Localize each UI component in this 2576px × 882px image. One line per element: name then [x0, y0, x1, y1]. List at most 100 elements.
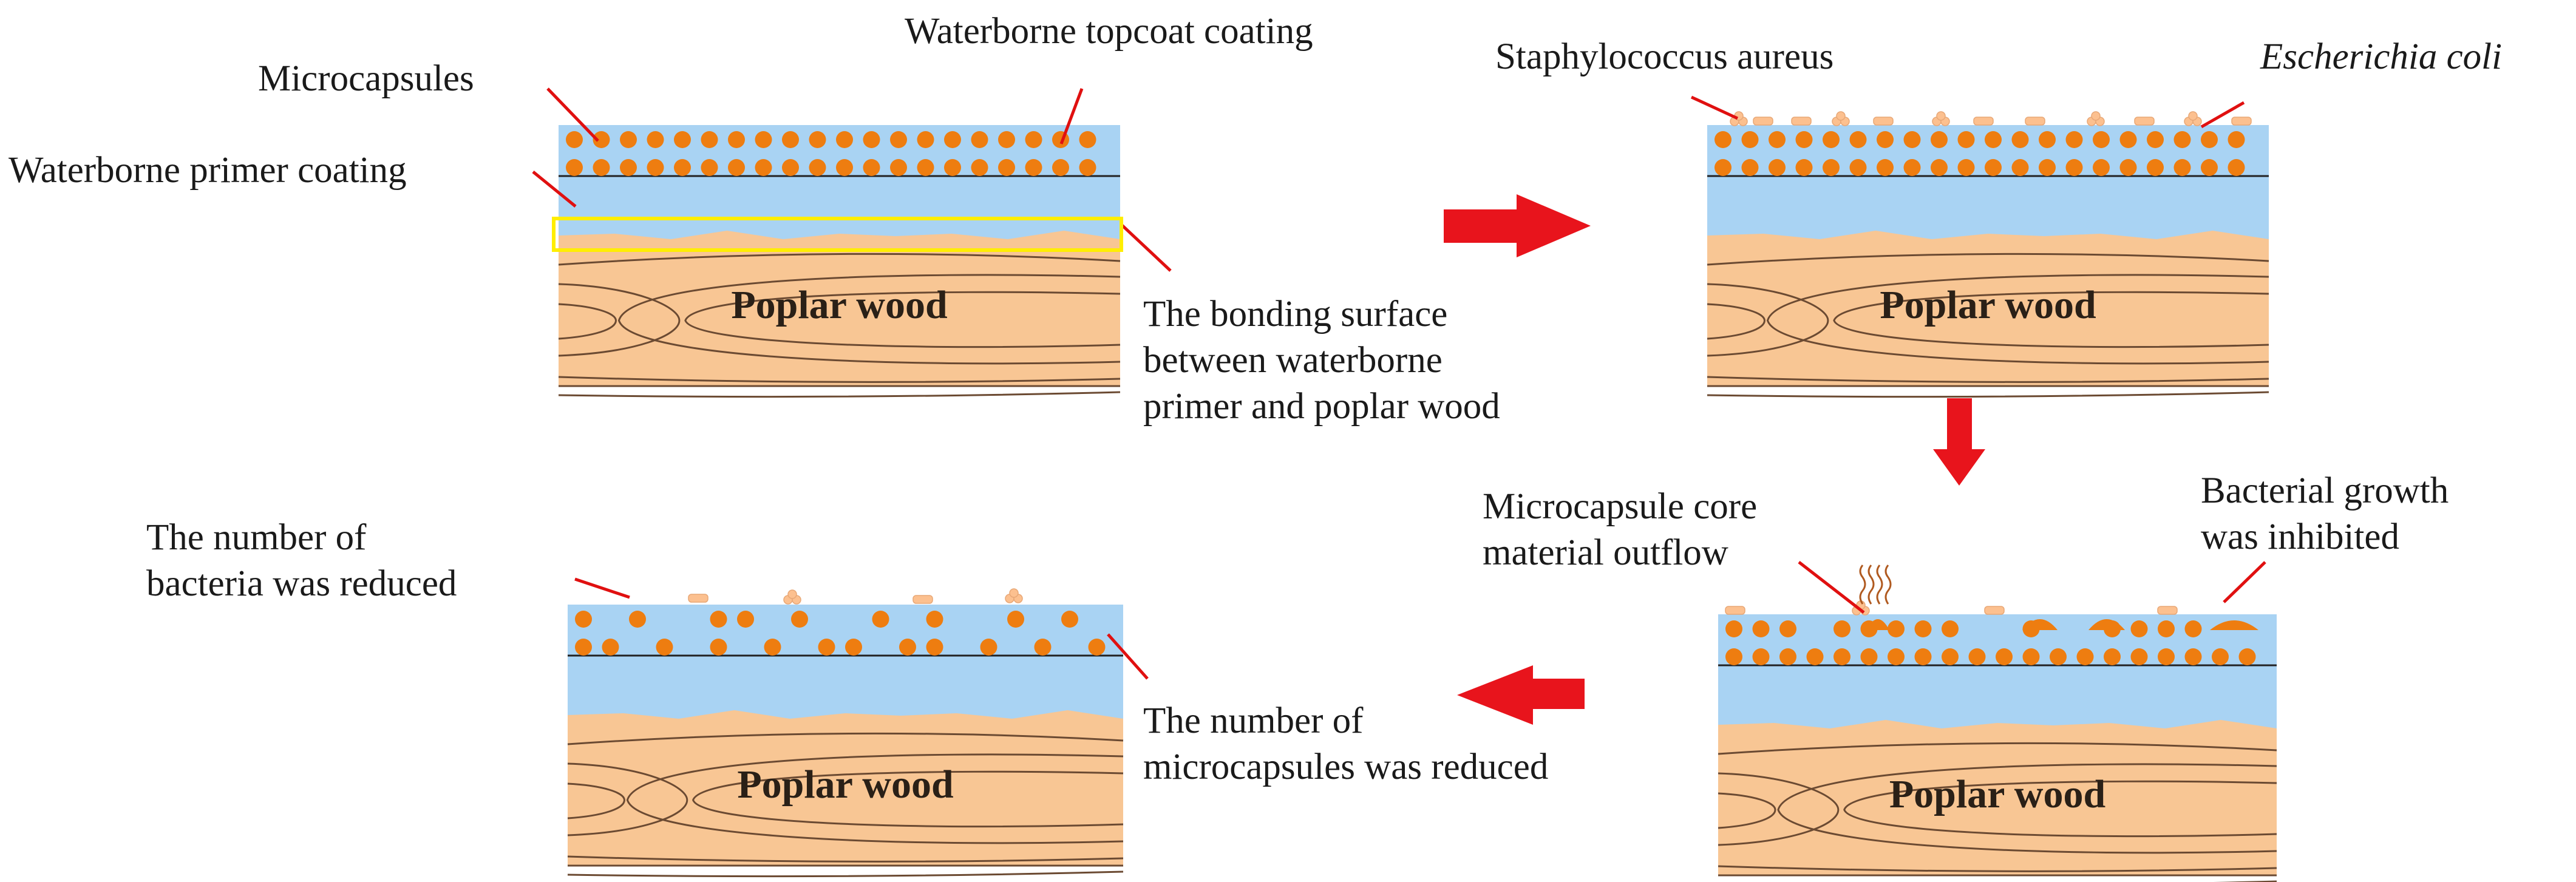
microcapsule [1957, 159, 1975, 176]
microcapsule-rows [575, 611, 1106, 656]
topcoat-label: Waterborne topcoat coating [905, 11, 1313, 52]
microcapsule [1725, 648, 1742, 665]
microcapsule [2158, 620, 2175, 637]
microcapsule [1823, 159, 1840, 176]
microcapsule [782, 159, 799, 176]
microcapsule [1888, 620, 1905, 637]
microcapsule [1914, 648, 1932, 665]
outflow-blob [2210, 620, 2258, 630]
bonding-surface-highlight [552, 217, 1123, 252]
microcapsule [836, 159, 853, 176]
microcapsules-label: Microcapsules [258, 58, 474, 99]
microcapsule [1752, 620, 1770, 637]
coating-layer [568, 605, 1123, 732]
microcapsule [629, 611, 646, 628]
microcapsule [2158, 648, 2175, 665]
microcapsule [1061, 611, 1078, 628]
bacterium-coccus [787, 589, 797, 599]
microcapsule [2228, 159, 2245, 176]
microcapsule [2238, 648, 2256, 665]
bacterium-rod [2157, 606, 2178, 615]
microcapsule [872, 611, 889, 628]
microcapsule [2011, 131, 2029, 148]
microcapsule-rows [1715, 131, 2245, 176]
bacterium-rod [2025, 117, 2045, 126]
microcapsule [1795, 159, 1813, 176]
microcapsule [890, 131, 907, 148]
outflow-blob [2088, 619, 2125, 630]
microcapsule [1877, 159, 1894, 176]
microcapsule [620, 131, 637, 148]
microcapsule [2022, 648, 2040, 665]
micro-reduced-label-line2: microcapsules was reduced [1143, 747, 1549, 787]
microcapsule [593, 131, 610, 148]
outflow-blob [2022, 619, 2058, 630]
microcapsule [1779, 620, 1796, 637]
microcapsule [620, 159, 637, 176]
bacterium-rod [2134, 117, 2155, 126]
right-arrow-icon [1444, 194, 1591, 257]
microcapsule [998, 159, 1015, 176]
microcapsule [926, 611, 943, 628]
coating-layer [1718, 614, 2277, 742]
bacterium-coccus [1936, 111, 1946, 121]
core-outflow-label-line2: material outflow [1483, 532, 1728, 573]
microcapsule [1888, 648, 1905, 665]
bonding-label-line3: primer and poplar wood [1143, 386, 1500, 427]
bacterium-coccus [2188, 111, 2198, 121]
leader-core-outflow [1798, 561, 1865, 614]
poplar-wood-label: Poplar wood [1889, 772, 2105, 816]
down-arrow-icon [1933, 398, 1985, 486]
microcapsule [926, 639, 943, 656]
microcapsule [2119, 131, 2137, 148]
leader-microcapsules [546, 87, 599, 142]
bacterium-rod [1753, 117, 1773, 126]
process-arrows [1444, 194, 1985, 725]
bonding-label-line1: The bonding surface [1143, 294, 1448, 334]
microcapsule [2076, 648, 2094, 665]
leader-ecoli [2200, 101, 2245, 129]
microcapsule [2065, 159, 2083, 176]
microcapsule [701, 131, 718, 148]
microcapsule [2050, 648, 2067, 665]
microcapsule [1741, 159, 1759, 176]
microcapsule [971, 131, 988, 148]
bacterium-rod [1984, 606, 2005, 615]
microcapsule [674, 131, 691, 148]
bonding-label-line2: between waterborne [1143, 340, 1443, 381]
poplar-wood-label: Poplar wood [731, 283, 947, 327]
microcapsule [656, 639, 673, 656]
microcapsule [2093, 131, 2110, 148]
leader-micro-reduced [1107, 633, 1149, 680]
poplar-wood-block [559, 243, 1120, 386]
microcapsule [899, 639, 916, 656]
microcapsule [2173, 159, 2191, 176]
microcapsule [809, 159, 826, 176]
microcapsule [1725, 620, 1742, 637]
microcapsule-rows [566, 131, 1096, 176]
microcapsule [1985, 159, 2002, 176]
bacterium-coccus [1836, 111, 1846, 121]
panel-initial-coating: Poplar wood [557, 125, 1121, 398]
microcapsule [1715, 159, 1731, 176]
panel-bacteria-attached: Poplar wood [1706, 111, 2270, 398]
microcapsule [593, 159, 610, 176]
microcapsule [791, 611, 808, 628]
microcapsule [1877, 131, 1894, 148]
microcapsule [845, 639, 862, 656]
microcapsule [890, 159, 907, 176]
micro-reduced-label-line1: The number of [1143, 701, 1364, 741]
microcapsule [782, 131, 799, 148]
microcapsule [2184, 648, 2202, 665]
microcapsule [1769, 131, 1786, 148]
microcapsule [755, 131, 772, 148]
vapor-icon [1859, 565, 1892, 605]
leader-primer [532, 171, 577, 208]
microcapsule [1931, 131, 1948, 148]
microcapsule [674, 159, 691, 176]
microcapsule [566, 159, 583, 176]
poplar-wood-label: Poplar wood [737, 762, 953, 807]
microcapsule [764, 639, 781, 656]
microcapsule [1007, 611, 1024, 628]
